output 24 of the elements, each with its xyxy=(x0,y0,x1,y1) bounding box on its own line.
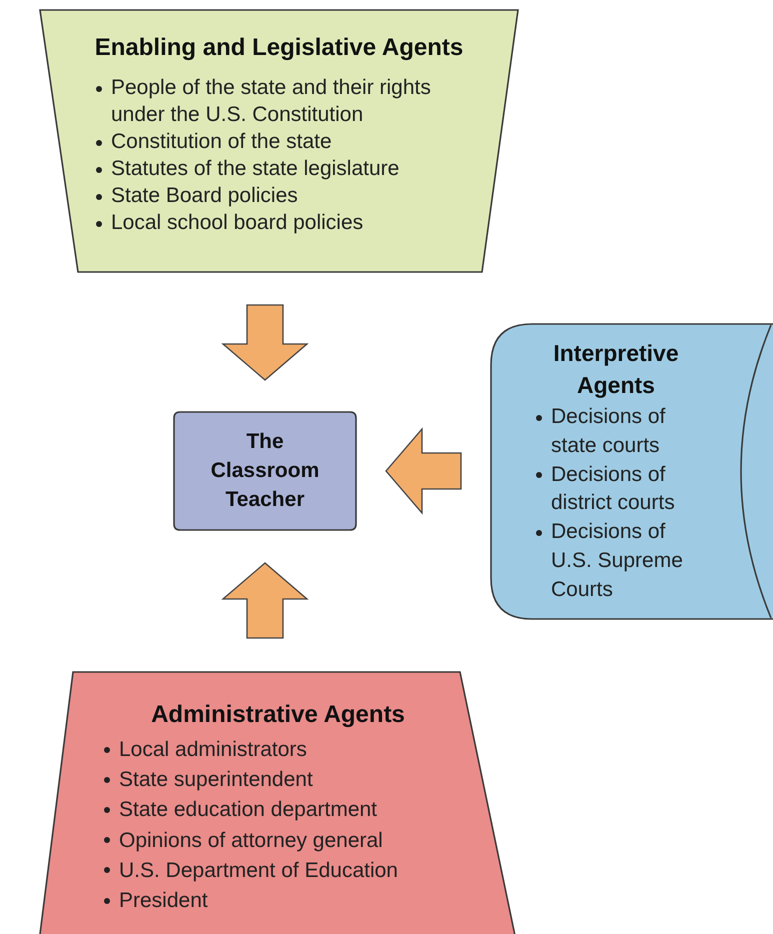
bullet-item: Opinions of attorney general xyxy=(102,826,502,856)
agents-panel xyxy=(38,8,520,274)
bullet-item: Decisions of district courts xyxy=(534,460,704,518)
teacher-box xyxy=(173,411,357,531)
bullet-item: Local administrators xyxy=(102,735,502,766)
block-arrow xyxy=(385,427,462,515)
bullet-item: State superintendent xyxy=(102,765,502,796)
panel-heading: Enabling and Legislative Agents xyxy=(94,34,464,63)
bullet-item: Statutes of the state legislature xyxy=(94,155,454,182)
bullet-item: U.S. Department of Education xyxy=(102,856,502,886)
bullet-item: Local school board policies xyxy=(94,209,454,236)
block-arrow xyxy=(221,562,309,639)
bullet-item: Decisions of state courts xyxy=(534,403,704,461)
bullet-item: State education department xyxy=(102,795,502,826)
block-arrow xyxy=(221,304,309,381)
agents-panel xyxy=(490,323,773,620)
panel-heading: Administrative Agents xyxy=(150,701,406,730)
bullet-item: People of the state and their rights under the U.S. Constitution xyxy=(94,74,454,128)
bullet-item: Constitution of the state xyxy=(94,128,454,155)
panel-heading: Interpretive Agents xyxy=(552,339,680,400)
panel-heading: The Classroom Teacher xyxy=(210,429,320,513)
bullet-item: State Board policies xyxy=(94,182,454,209)
bullet-item: Decisions of U.S. Supreme Courts xyxy=(534,518,704,605)
bullet-item: President xyxy=(102,886,502,916)
